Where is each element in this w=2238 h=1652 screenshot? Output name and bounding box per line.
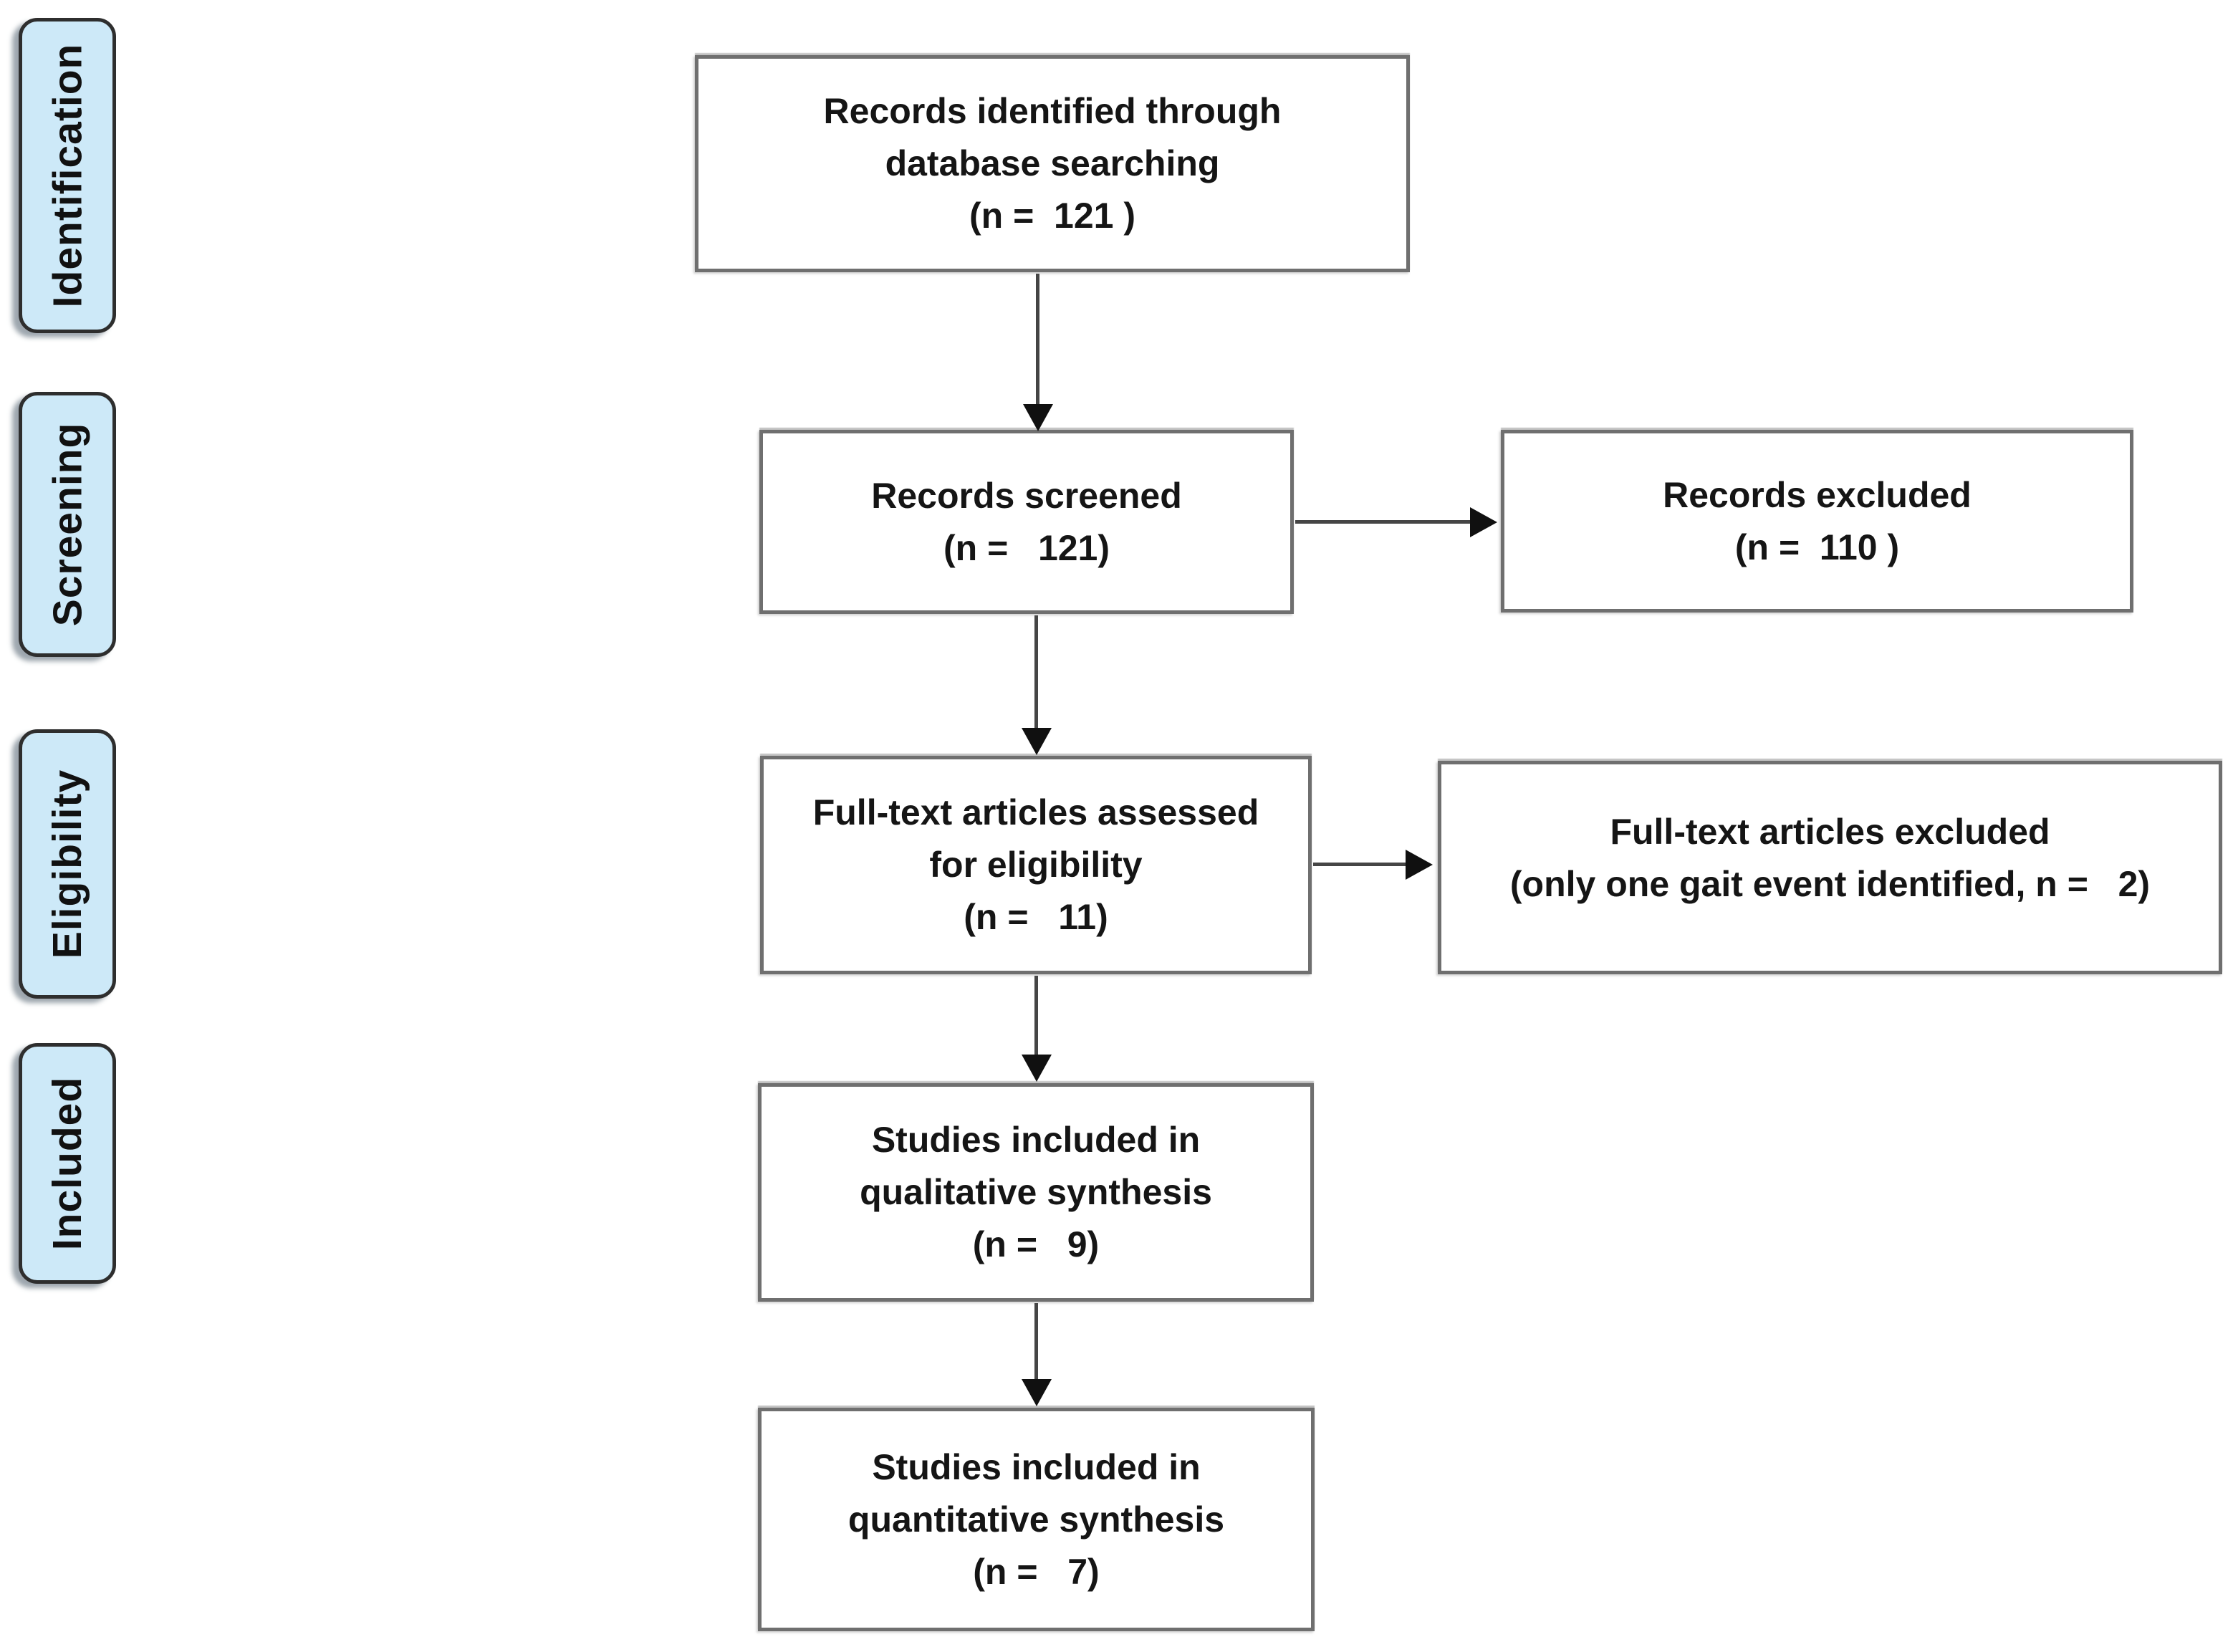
arrowhead-down-icon — [1023, 404, 1053, 431]
arrow-fulltext-to-excluded — [1313, 863, 1407, 866]
box-text: (only one gait event identified, n = 2) — [1509, 864, 2151, 904]
arrowhead-right-icon — [1470, 507, 1497, 537]
box-fulltext-assessed: Full-text articles assessed for eligibil… — [760, 756, 1312, 974]
box-records-excluded: Records excluded (n = 110 ) — [1501, 430, 2133, 613]
box-text: Records identified through — [823, 91, 1282, 131]
box-text: Studies included in — [872, 1446, 1201, 1487]
stage-included: Included — [19, 1043, 116, 1284]
box-text: Records screened — [871, 475, 1182, 516]
box-count: (n = 9) — [972, 1224, 1100, 1264]
stage-eligibility: Eligibility — [19, 729, 116, 999]
box-records-screened: Records screened (n = 121) — [759, 430, 1294, 614]
box-text: Full-text articles excluded — [1610, 812, 2050, 852]
stage-screening: Screening — [19, 392, 116, 657]
arrow-qualitative-to-quantitative — [1034, 1303, 1038, 1382]
box-text: Full-text articles assessed — [812, 792, 1259, 832]
box-qualitative-synthesis: Studies included in qualitative synthesi… — [758, 1083, 1314, 1302]
box-text: database searching — [885, 143, 1220, 183]
box-quantitative-synthesis: Studies included in quantitative synthes… — [758, 1408, 1315, 1631]
box-count: (n = 121 ) — [969, 196, 1136, 236]
box-text: qualitative synthesis — [860, 1172, 1212, 1212]
box-count: (n = 7) — [973, 1551, 1100, 1592]
box-records-identified: Records identified through database sear… — [695, 55, 1410, 272]
box-text: quantitative synthesis — [847, 1499, 1225, 1540]
arrowhead-down-icon — [1022, 728, 1052, 755]
box-text: for eligibility — [929, 845, 1143, 885]
stage-label: Identification — [44, 43, 91, 308]
stage-label: Eligibility — [44, 769, 91, 959]
box-text: Records excluded — [1663, 474, 1972, 515]
arrowhead-down-icon — [1022, 1379, 1052, 1406]
arrow-screened-to-fulltext — [1034, 615, 1038, 731]
arrow-screened-to-excluded — [1295, 520, 1471, 524]
arrowhead-right-icon — [1406, 850, 1433, 880]
arrow-identified-to-screened — [1036, 274, 1039, 407]
box-text: Studies included in — [871, 1120, 1201, 1160]
arrow-fulltext-to-qualitative — [1034, 976, 1038, 1057]
box-count: (n = 110 ) — [1734, 527, 1900, 567]
arrowhead-down-icon — [1022, 1055, 1052, 1082]
stage-label: Included — [44, 1076, 91, 1251]
stage-label: Screening — [44, 422, 90, 627]
box-count: (n = 11) — [964, 897, 1108, 937]
box-count: (n = 121) — [943, 527, 1110, 568]
box-fulltext-excluded: Full-text articles excluded (only one ga… — [1438, 761, 2222, 974]
stage-identification: Identification — [19, 18, 116, 333]
